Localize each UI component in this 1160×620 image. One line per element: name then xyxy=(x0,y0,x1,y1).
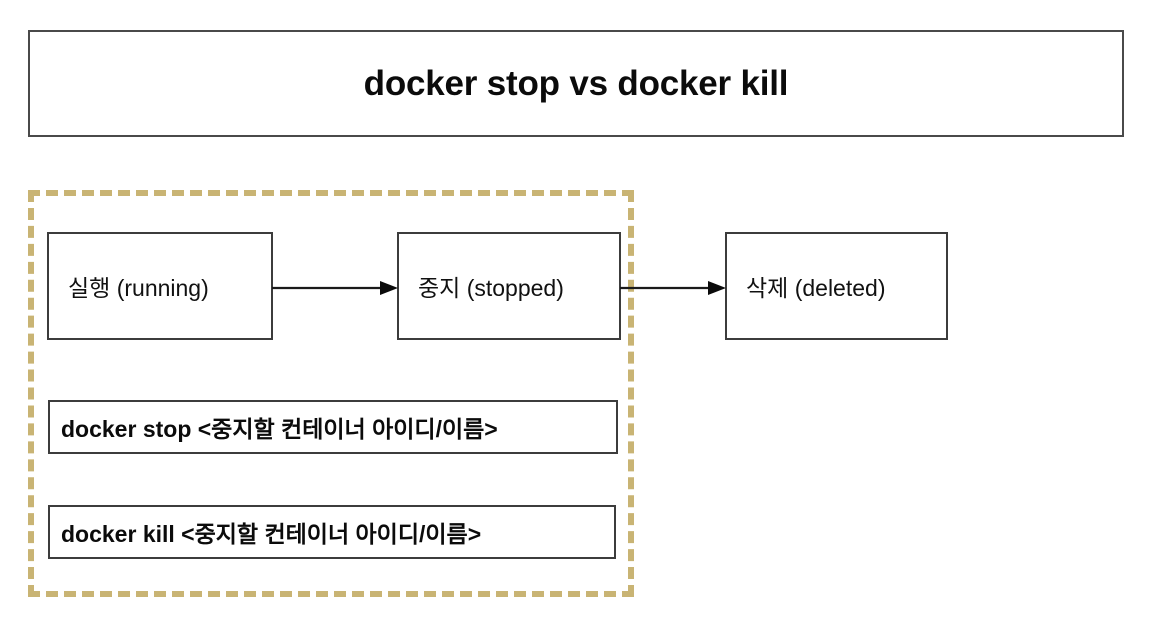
command-text-docker-kill: docker kill <중지할 컨테이너 아이디/이름> xyxy=(61,521,482,547)
arrow-running-to-stopped-icon xyxy=(272,281,398,295)
state-box-deleted: 삭제 (deleted) xyxy=(725,232,948,340)
arrow-stopped-to-deleted xyxy=(620,280,726,296)
command-box-docker-kill: docker kill <중지할 컨테이너 아이디/이름> xyxy=(48,505,616,559)
state-box-stopped: 중지 (stopped) xyxy=(397,232,621,340)
command-box-docker-stop: docker stop <중지할 컨테이너 아이디/이름> xyxy=(48,400,618,454)
state-label-deleted: 삭제 (deleted) xyxy=(746,275,886,301)
state-box-running: 실행 (running) xyxy=(47,232,273,340)
arrow-stopped-to-deleted-icon xyxy=(620,281,726,295)
state-label-running: 실행 (running) xyxy=(68,275,209,301)
command-text-docker-stop: docker stop <중지할 컨테이너 아이디/이름> xyxy=(61,416,498,442)
title-banner: docker stop vs docker kill xyxy=(28,30,1124,137)
arrow-running-to-stopped xyxy=(272,280,398,296)
state-label-stopped: 중지 (stopped) xyxy=(418,275,564,301)
page-title: docker stop vs docker kill xyxy=(363,63,789,103)
